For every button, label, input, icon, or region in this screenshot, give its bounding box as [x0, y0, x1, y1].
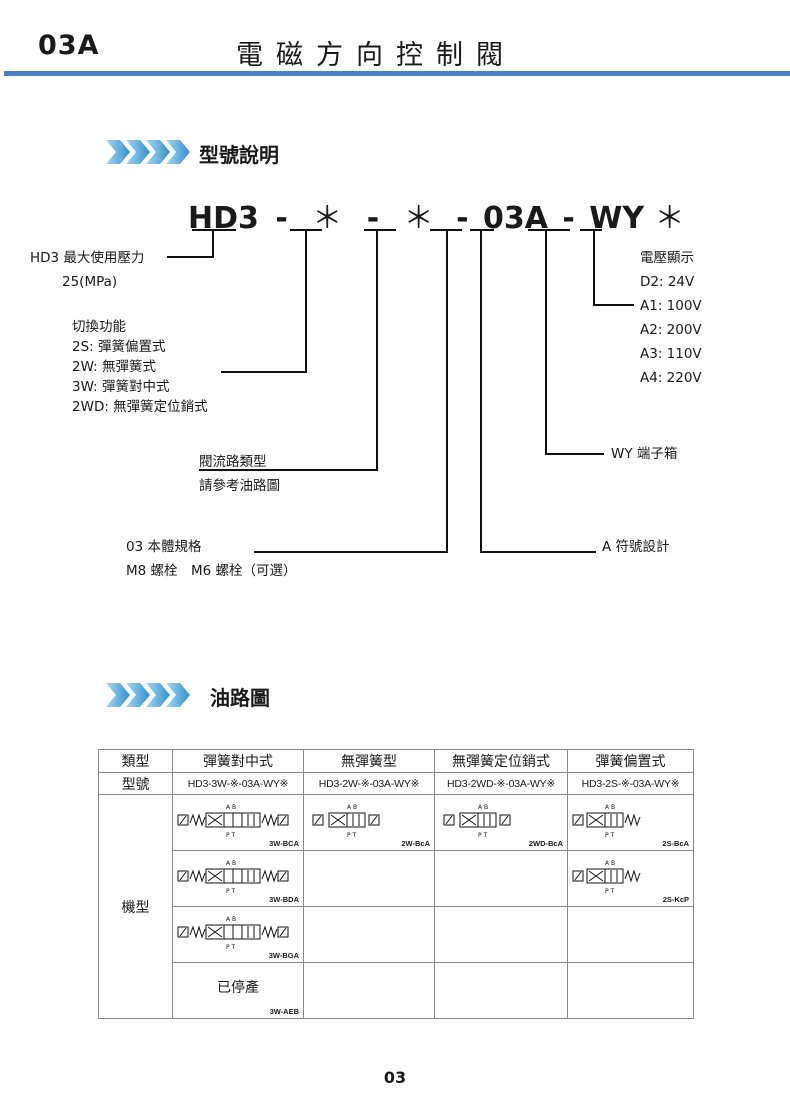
- body-size-label: 03 本體規格: [126, 539, 202, 555]
- pressure-value: 25(MPa): [62, 274, 118, 290]
- voltage-item: A2: 200V: [640, 322, 702, 338]
- page-number: 03: [383, 1068, 407, 1087]
- svg-text:A B: A B: [605, 860, 615, 867]
- model-cell: HD3-2W-※-03A-WY※: [303, 772, 435, 795]
- model-cell: HD3-2S-※-03A-WY※: [567, 772, 694, 795]
- symbol-code: 3W-BDA: [269, 895, 299, 904]
- type-cell: 無彈簧型: [303, 749, 435, 773]
- section-arrows-icon: [106, 140, 190, 164]
- header-type: 類型: [98, 749, 173, 773]
- header-model: 型號: [98, 772, 173, 795]
- valve-symbol-icon: A B P T: [177, 860, 289, 895]
- switch-item: 2W: 無彈簧式: [72, 359, 156, 375]
- circuit-table: 類型 彈簧對中式 無彈簧型 無彈簧定位銷式 彈簧偏置式 型號 HD3-3W-※-…: [98, 749, 694, 1019]
- valve-symbol-icon: A B P T: [312, 804, 380, 839]
- callout-lines: [167, 229, 634, 553]
- model-code: HD3 - ＊ - ＊ - 03A - WY ＊: [188, 193, 685, 237]
- valve-symbol-icon: A B P T: [572, 860, 641, 895]
- svg-text:P T: P T: [226, 944, 236, 951]
- symbol-code: 2WD-BcA: [528, 839, 563, 848]
- switch-function-title: 切換功能: [72, 319, 126, 335]
- empty-cell: [303, 962, 435, 1019]
- product-code: 03A: [38, 30, 100, 61]
- svg-text:A B: A B: [605, 804, 615, 811]
- svg-text:A B: A B: [226, 860, 236, 867]
- model-dash: -: [366, 201, 380, 236]
- symbol-cell: A B P T 2W-BcA: [303, 794, 435, 851]
- voltage-item: A4: 220V: [640, 370, 702, 386]
- model-flow-symbol: ＊: [403, 201, 434, 236]
- svg-text:P T: P T: [605, 888, 615, 895]
- model-cell: HD3-3W-※-03A-WY※: [172, 772, 304, 795]
- terminal-box-label: WY 端子箱: [611, 446, 678, 462]
- empty-cell: [567, 906, 694, 963]
- body-size-bolts: M8 螺栓 M6 螺栓（可選）: [126, 563, 297, 579]
- svg-text:P T: P T: [226, 888, 236, 895]
- symbol-code: 2W-BcA: [401, 839, 430, 848]
- symbol-cell: A B P T 2WD-BcA: [434, 794, 568, 851]
- symbol-cell: A B P T 3W-BCA: [172, 794, 304, 851]
- voltage-item: D2: 24V: [640, 274, 695, 290]
- symbol-design-label: A 符號設計: [602, 539, 670, 555]
- symbol-cell: A B P T 3W-BDA: [172, 850, 304, 907]
- section-title-model: 型號說明: [199, 143, 279, 167]
- header-machine: 機型: [98, 794, 173, 1019]
- valve-symbol-icon: A B P T: [177, 916, 289, 951]
- empty-cell: [303, 906, 435, 963]
- model-voltage-symbol: ＊: [654, 201, 685, 236]
- symbol-code: 2S-KcP: [662, 895, 689, 904]
- empty-cell: [434, 850, 568, 907]
- switch-item: 3W: 彈簧對中式: [72, 379, 170, 395]
- switch-item: 2S: 彈簧偏置式: [72, 339, 166, 355]
- discontinued-label: 已停產: [217, 980, 259, 996]
- symbol-cell: A B P T 3W-BGA: [172, 906, 304, 963]
- symbol-code: 2S-BcA: [662, 839, 689, 848]
- svg-text:P T: P T: [347, 832, 357, 839]
- symbol-cell: A B P T 2S-KcP: [567, 850, 694, 907]
- valve-symbol-icon: A B P T: [177, 804, 289, 839]
- model-dash: -: [456, 201, 469, 236]
- model-dash: -: [275, 201, 288, 236]
- type-cell: 無彈簧定位銷式: [434, 749, 568, 773]
- discontinued-cell: 已停產 3W-AEB: [172, 962, 304, 1019]
- svg-text:P T: P T: [226, 832, 236, 839]
- header-divider: [4, 71, 790, 76]
- empty-cell: [303, 850, 435, 907]
- empty-cell: [567, 962, 694, 1019]
- empty-cell: [434, 962, 568, 1019]
- valve-symbol-icon: A B P T: [443, 804, 511, 839]
- svg-text:P T: P T: [478, 832, 488, 839]
- empty-cell: [434, 906, 568, 963]
- model-cell: HD3-2WD-※-03A-WY※: [434, 772, 568, 795]
- svg-text:P T: P T: [605, 832, 615, 839]
- type-cell: 彈簧對中式: [172, 749, 304, 773]
- valve-symbol-icon: A B P T: [572, 804, 641, 839]
- voltage-item: A1: 100V: [640, 298, 702, 314]
- section-title-circuit: 油路圖: [210, 686, 270, 710]
- type-cell: 彈簧偏置式: [567, 749, 694, 773]
- voltage-item: A3: 110V: [640, 346, 702, 362]
- flow-type-label: 閥流路類型: [199, 454, 267, 470]
- section-arrows-icon: [106, 683, 190, 707]
- svg-text:A B: A B: [226, 916, 236, 923]
- switch-item: 2WD: 無彈簧定位銷式: [72, 399, 208, 415]
- svg-text:A B: A B: [226, 804, 236, 811]
- flow-type-note: 請參考油路圖: [199, 478, 280, 494]
- symbol-code: 3W-BGA: [268, 951, 299, 960]
- symbol-code: 3W-AEB: [269, 1007, 299, 1016]
- voltage-title: 電壓顯示: [640, 250, 694, 266]
- symbol-code: 3W-BCA: [269, 839, 299, 848]
- page-title: 電磁方向控制閥: [236, 40, 516, 71]
- svg-text:A B: A B: [347, 804, 357, 811]
- symbol-cell: A B P T 2S-BcA: [567, 794, 694, 851]
- pressure-label: HD3 最大使用壓力: [30, 250, 145, 266]
- svg-text:A B: A B: [478, 804, 488, 811]
- model-dash: -: [562, 201, 575, 236]
